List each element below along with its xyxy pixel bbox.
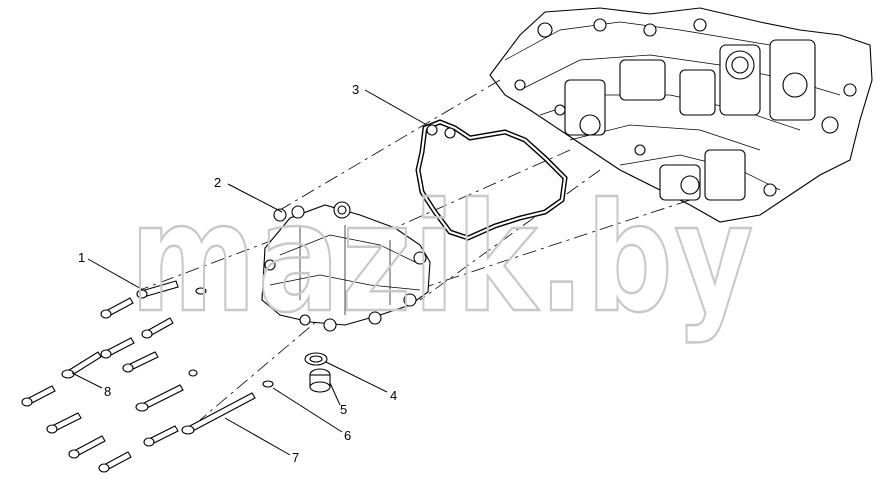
drain-plug [309,368,331,393]
watermark: mazik.by [130,172,755,346]
callouts: 1 2 3 4 5 6 7 8 [78,82,397,465]
leader-lines [71,89,428,456]
seal-ring [304,352,328,366]
callout-5: 5 [340,402,347,417]
washer [188,287,274,388]
engine-block [489,7,873,223]
callout-7: 7 [292,450,299,465]
bolts [21,280,256,473]
callout-3: 3 [352,82,359,97]
callout-2: 2 [214,175,221,190]
callout-6: 6 [344,428,351,443]
callout-8: 8 [104,384,111,399]
callout-4: 4 [390,388,397,403]
gasket [415,119,568,241]
callout-1: 1 [78,250,85,265]
assembly-axes [139,79,691,421]
oil-cooler-housing [261,201,431,332]
